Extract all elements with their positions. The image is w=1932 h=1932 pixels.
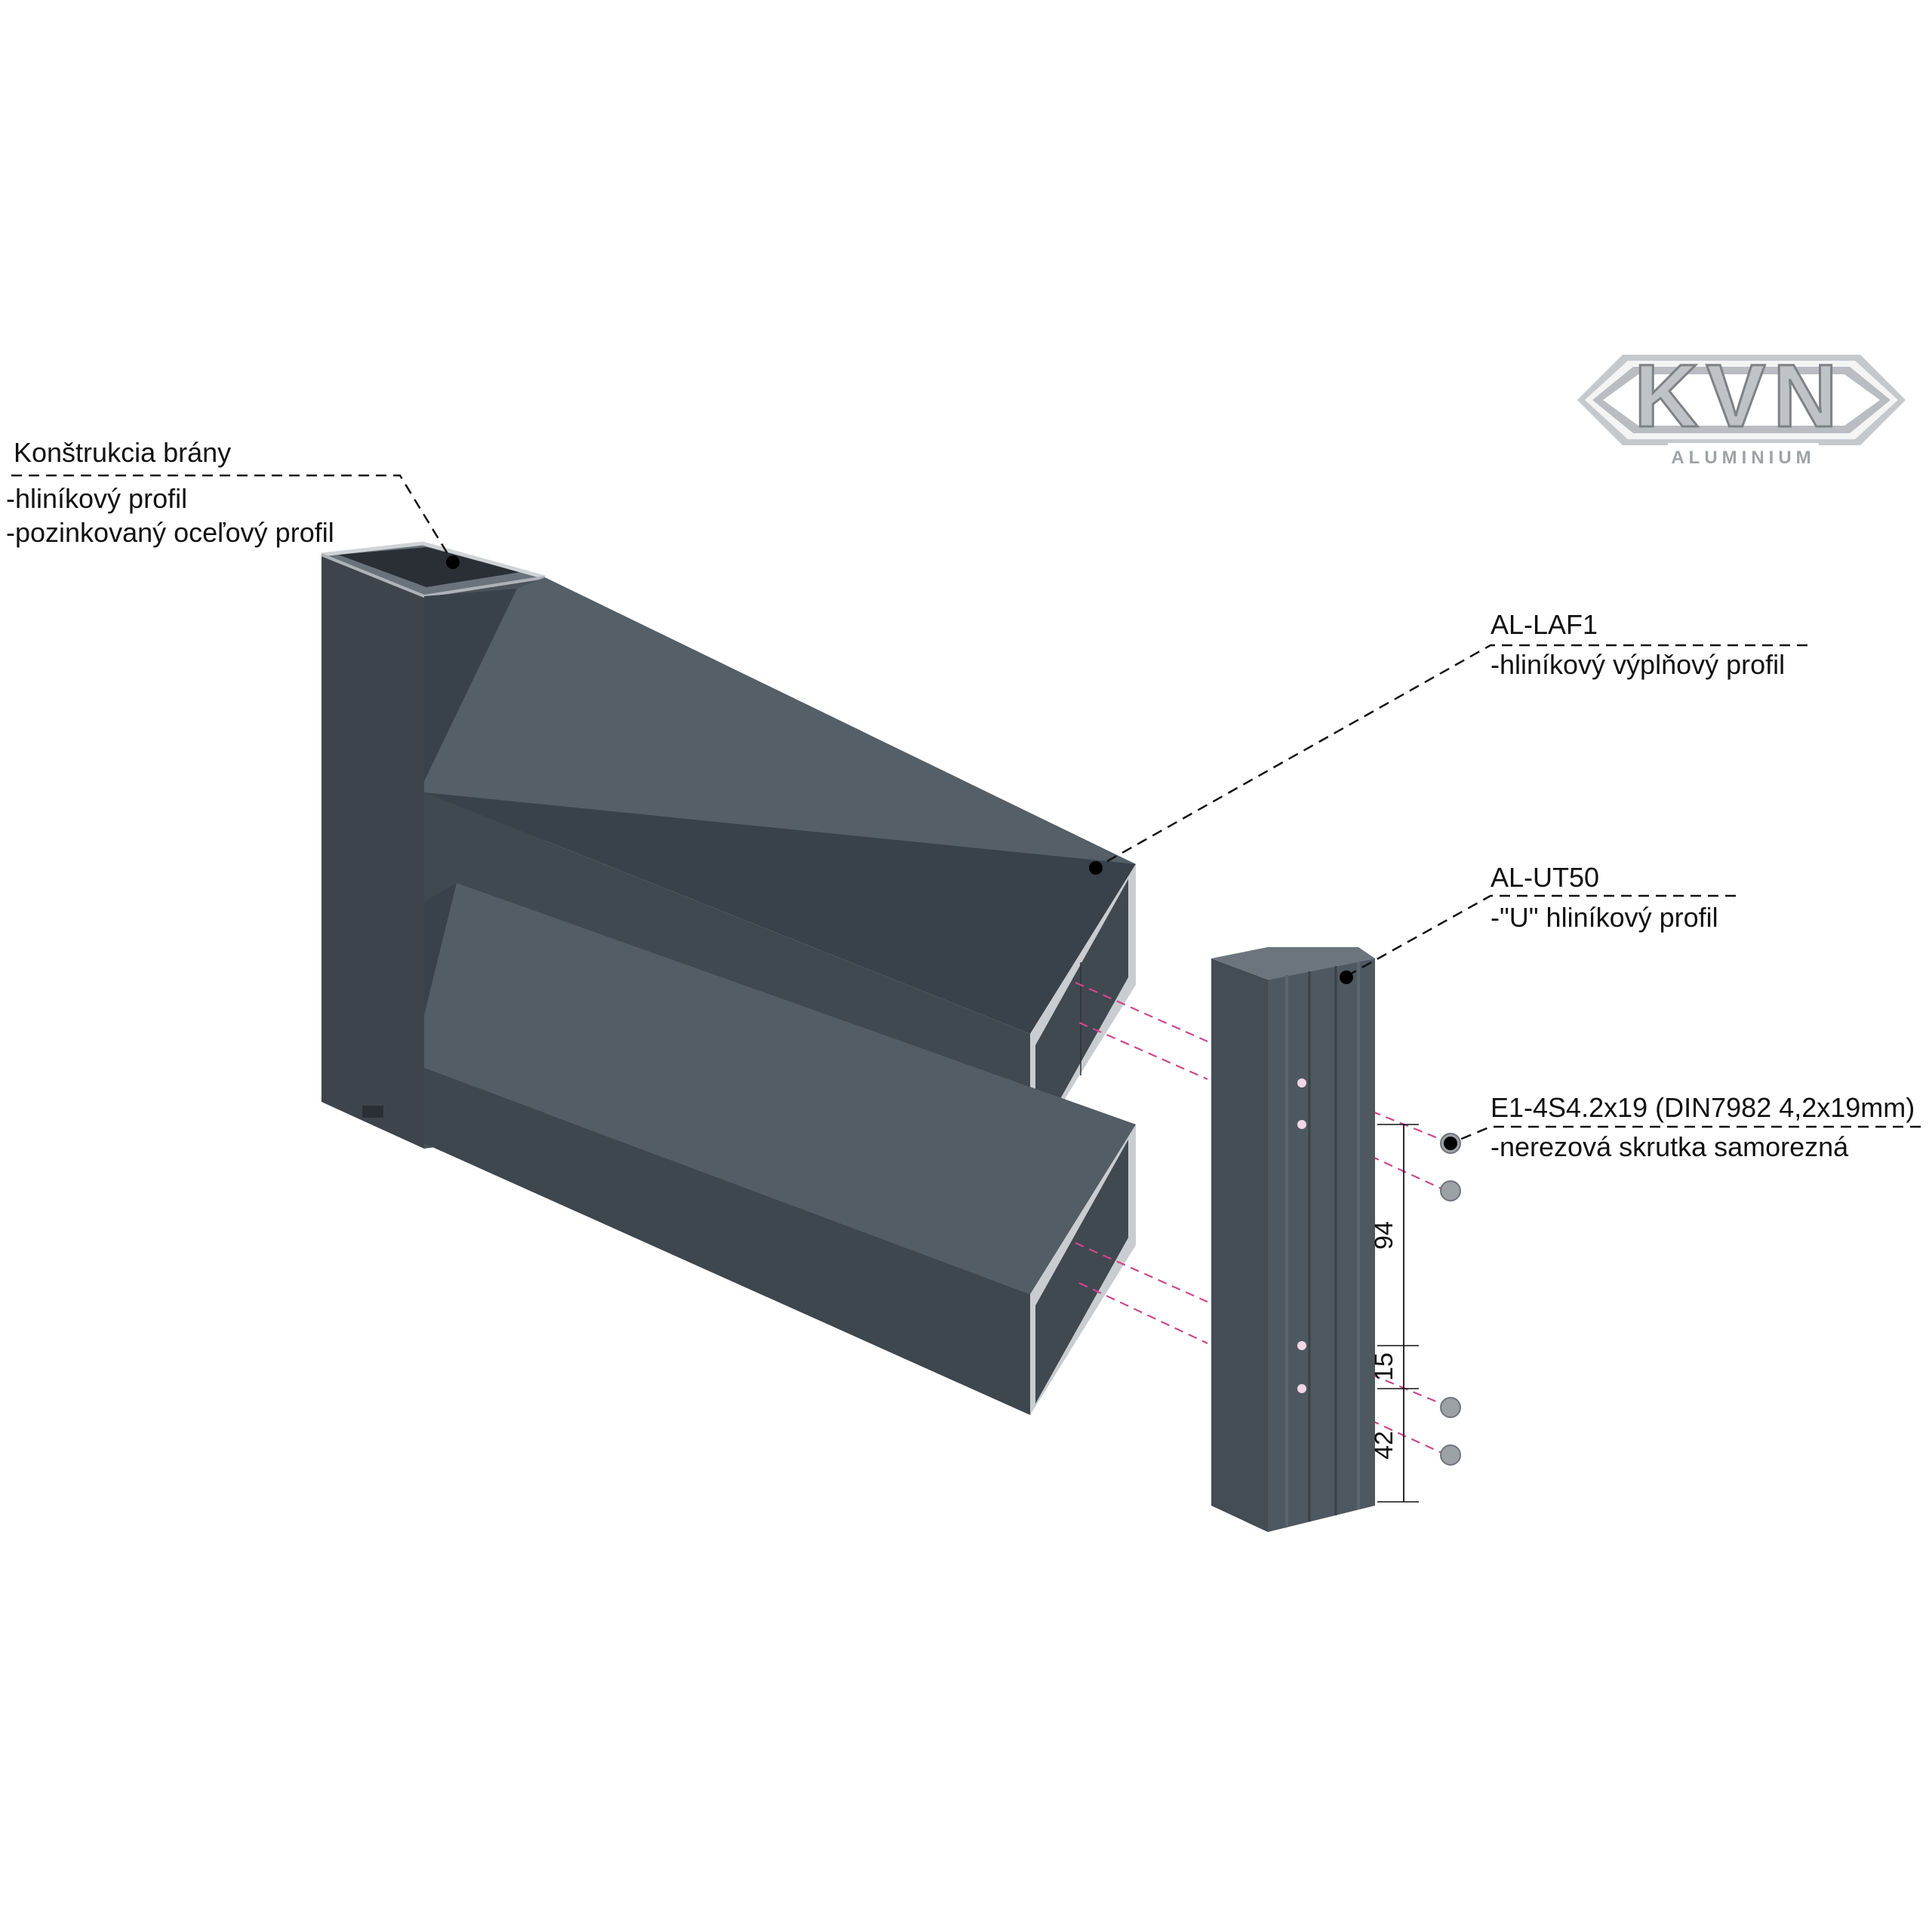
gate-structure-line2: -pozinkovaný oceľový profil bbox=[6, 517, 334, 548]
laf1-title: AL-LAF1 bbox=[1491, 609, 1598, 640]
logo-subtext: ALUMINIUM bbox=[1671, 448, 1815, 468]
screw-title: E1-4S4.2x19 (DIN7982 4,2x19mm) bbox=[1491, 1092, 1915, 1123]
dimension-lines: 94 15 42 bbox=[1370, 1124, 1419, 1503]
label-al-laf1: AL-LAF1 -hliníkový výplňový profil bbox=[1491, 609, 1785, 680]
dimension-94: 94 bbox=[1370, 1221, 1398, 1250]
label-gate-structure: Konštrukcia brány -hliníkový profil -poz… bbox=[6, 437, 334, 548]
screw-icon bbox=[1440, 1397, 1461, 1418]
screw-icon bbox=[1440, 1444, 1461, 1466]
ut50-u-profile bbox=[1211, 947, 1375, 1532]
logo-text: KVN bbox=[1634, 346, 1844, 446]
laf1-lower-slat bbox=[424, 883, 1136, 1415]
leader-lines bbox=[11, 474, 1921, 1145]
dimension-15: 15 bbox=[1370, 1352, 1398, 1381]
gate-structure-title: Konštrukcia brány bbox=[14, 437, 231, 468]
screw-line1: -nerezová skrutka samorezná bbox=[1491, 1131, 1849, 1162]
ut50-title: AL-UT50 bbox=[1491, 862, 1599, 893]
leader-dots bbox=[446, 555, 1457, 1150]
ut50-line1: -"U" hliníkový profil bbox=[1491, 902, 1718, 933]
gate-structure-line1: -hliníkový profil bbox=[6, 483, 187, 514]
screw-group bbox=[1440, 1133, 1461, 1466]
label-al-ut50: AL-UT50 -"U" hliníkový profil bbox=[1491, 862, 1718, 933]
laf1-line1: -hliníkový výplňový profil bbox=[1491, 649, 1785, 680]
dimension-42: 42 bbox=[1370, 1431, 1398, 1460]
label-screw: E1-4S4.2x19 (DIN7982 4,2x19mm) -nerezová… bbox=[1491, 1092, 1915, 1162]
screw-icon bbox=[1440, 1180, 1461, 1201]
kvn-logo: KVN ALUMINIUM bbox=[1577, 346, 1906, 469]
